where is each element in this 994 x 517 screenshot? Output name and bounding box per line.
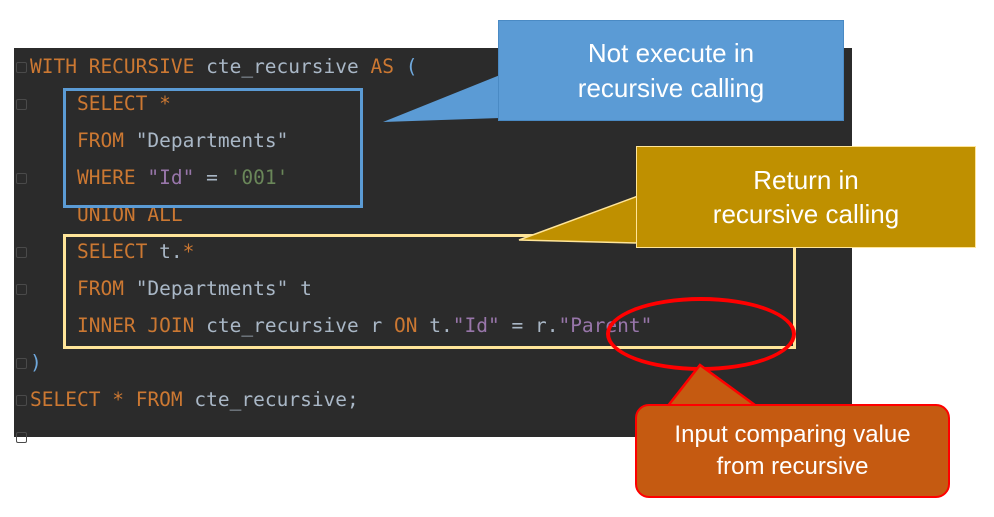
code-token: AS: [370, 55, 394, 78]
code-token: *: [112, 388, 124, 411]
code-token: [100, 388, 112, 411]
code-text-area[interactable]: WITH RECURSIVE cte_recursive AS ( SELECT…: [30, 48, 852, 437]
code-token: [30, 314, 77, 337]
callout-input-line-2: from recursive: [716, 453, 869, 480]
code-token: .: [170, 240, 183, 263]
code-token: [523, 314, 535, 337]
code-token: FROM: [76, 129, 124, 152]
code-token: SELECT: [30, 388, 101, 411]
callout-return-in-recursive[interactable]: Return in recursive calling: [636, 146, 976, 248]
code-token: "Parent": [558, 314, 653, 337]
code-token: [394, 55, 406, 78]
code-token: WITH RECURSIVE: [30, 55, 207, 78]
fold-marker-icon[interactable]: [16, 284, 27, 295]
code-token: [194, 314, 206, 337]
code-token: FROM: [76, 277, 124, 300]
code-line: WITH RECURSIVE cte_recursive AS (: [30, 48, 852, 85]
code-token: ON: [394, 314, 418, 337]
code-token: [124, 277, 136, 300]
fold-marker-icon[interactable]: [16, 358, 27, 369]
code-line: FROM "Departments": [30, 122, 852, 159]
code-token: [382, 314, 394, 337]
callout-input-line-1: Input comparing value: [674, 421, 911, 449]
code-token: cte_recursive: [206, 314, 359, 337]
code-token: cte_recursive: [194, 388, 348, 411]
code-token: [183, 388, 195, 411]
code-token: (: [405, 55, 418, 78]
code-token: [136, 166, 148, 189]
code-token: SELECT: [76, 240, 148, 263]
code-line: SELECT * FROM cte_recursive;: [30, 381, 852, 418]
code-token: [359, 55, 371, 78]
callout-return-line-1: Return in: [753, 164, 859, 195]
code-line: WHERE "Id" = '001': [30, 159, 852, 196]
fold-marker-icon[interactable]: [16, 99, 27, 110]
code-token: [288, 277, 300, 300]
code-token: .: [546, 314, 559, 337]
code-token: ): [30, 351, 42, 374]
code-token: [500, 314, 512, 337]
code-line: ): [30, 344, 852, 381]
fold-marker-icon[interactable]: [16, 432, 27, 443]
code-line: SELECT t.*: [30, 233, 852, 270]
code-token: *: [159, 92, 171, 115]
code-token: [30, 129, 77, 152]
code-line: FROM "Departments" t: [30, 270, 852, 307]
fold-marker-icon[interactable]: [16, 247, 27, 258]
code-token: *: [182, 240, 195, 263]
code-token: FROM: [135, 388, 183, 411]
code-token: cte_recursive: [206, 55, 359, 78]
code-token: [30, 240, 77, 263]
code-line: SELECT *: [30, 85, 852, 122]
code-token: [30, 277, 77, 300]
code-token: t: [429, 314, 441, 337]
code-token: [124, 388, 136, 411]
code-token: [359, 314, 371, 337]
code-token: WHERE: [76, 166, 136, 189]
code-token: =: [511, 314, 524, 337]
code-token: "Departments": [135, 277, 289, 300]
callout-not-execute-line-1: Not execute in: [587, 38, 755, 69]
code-token: ;: [347, 388, 359, 411]
code-token: "Id": [452, 314, 500, 337]
code-token: "Id": [147, 166, 195, 189]
callout-not-execute[interactable]: Not execute in recursive calling: [498, 20, 844, 121]
code-token: .: [440, 314, 453, 337]
code-token: [124, 129, 136, 152]
code-token: [147, 92, 159, 115]
callout-not-execute-line-2: recursive calling: [577, 72, 765, 103]
code-token: UNION ALL: [76, 203, 183, 226]
code-token: '001': [229, 166, 289, 189]
fold-marker-icon[interactable]: [16, 62, 27, 73]
code-token: r: [534, 314, 547, 337]
code-token: [194, 166, 206, 189]
code-line: UNION ALL: [30, 196, 852, 233]
code-token: [30, 203, 77, 226]
fold-marker-icon[interactable]: [16, 173, 27, 184]
code-line: INNER JOIN cte_recursive r ON t."Id" = r…: [30, 307, 852, 344]
code-token: =: [206, 166, 218, 189]
callout-return-line-2: recursive calling: [712, 199, 900, 229]
code-token: r: [370, 314, 383, 337]
code-token: SELECT: [76, 92, 148, 115]
code-token: [30, 166, 77, 189]
callout-input-comparing-value[interactable]: Input comparing value from recursive: [635, 404, 950, 498]
code-token: INNER JOIN: [76, 314, 195, 337]
code-token: t: [300, 277, 312, 300]
code-token: [218, 166, 230, 189]
editor-gutter: [14, 48, 30, 443]
code-token: t: [159, 240, 171, 263]
code-token: [147, 240, 159, 263]
code-token: [417, 314, 429, 337]
code-token: "Departments": [135, 129, 289, 152]
code-token: [30, 92, 77, 115]
fold-marker-icon[interactable]: [16, 395, 27, 406]
